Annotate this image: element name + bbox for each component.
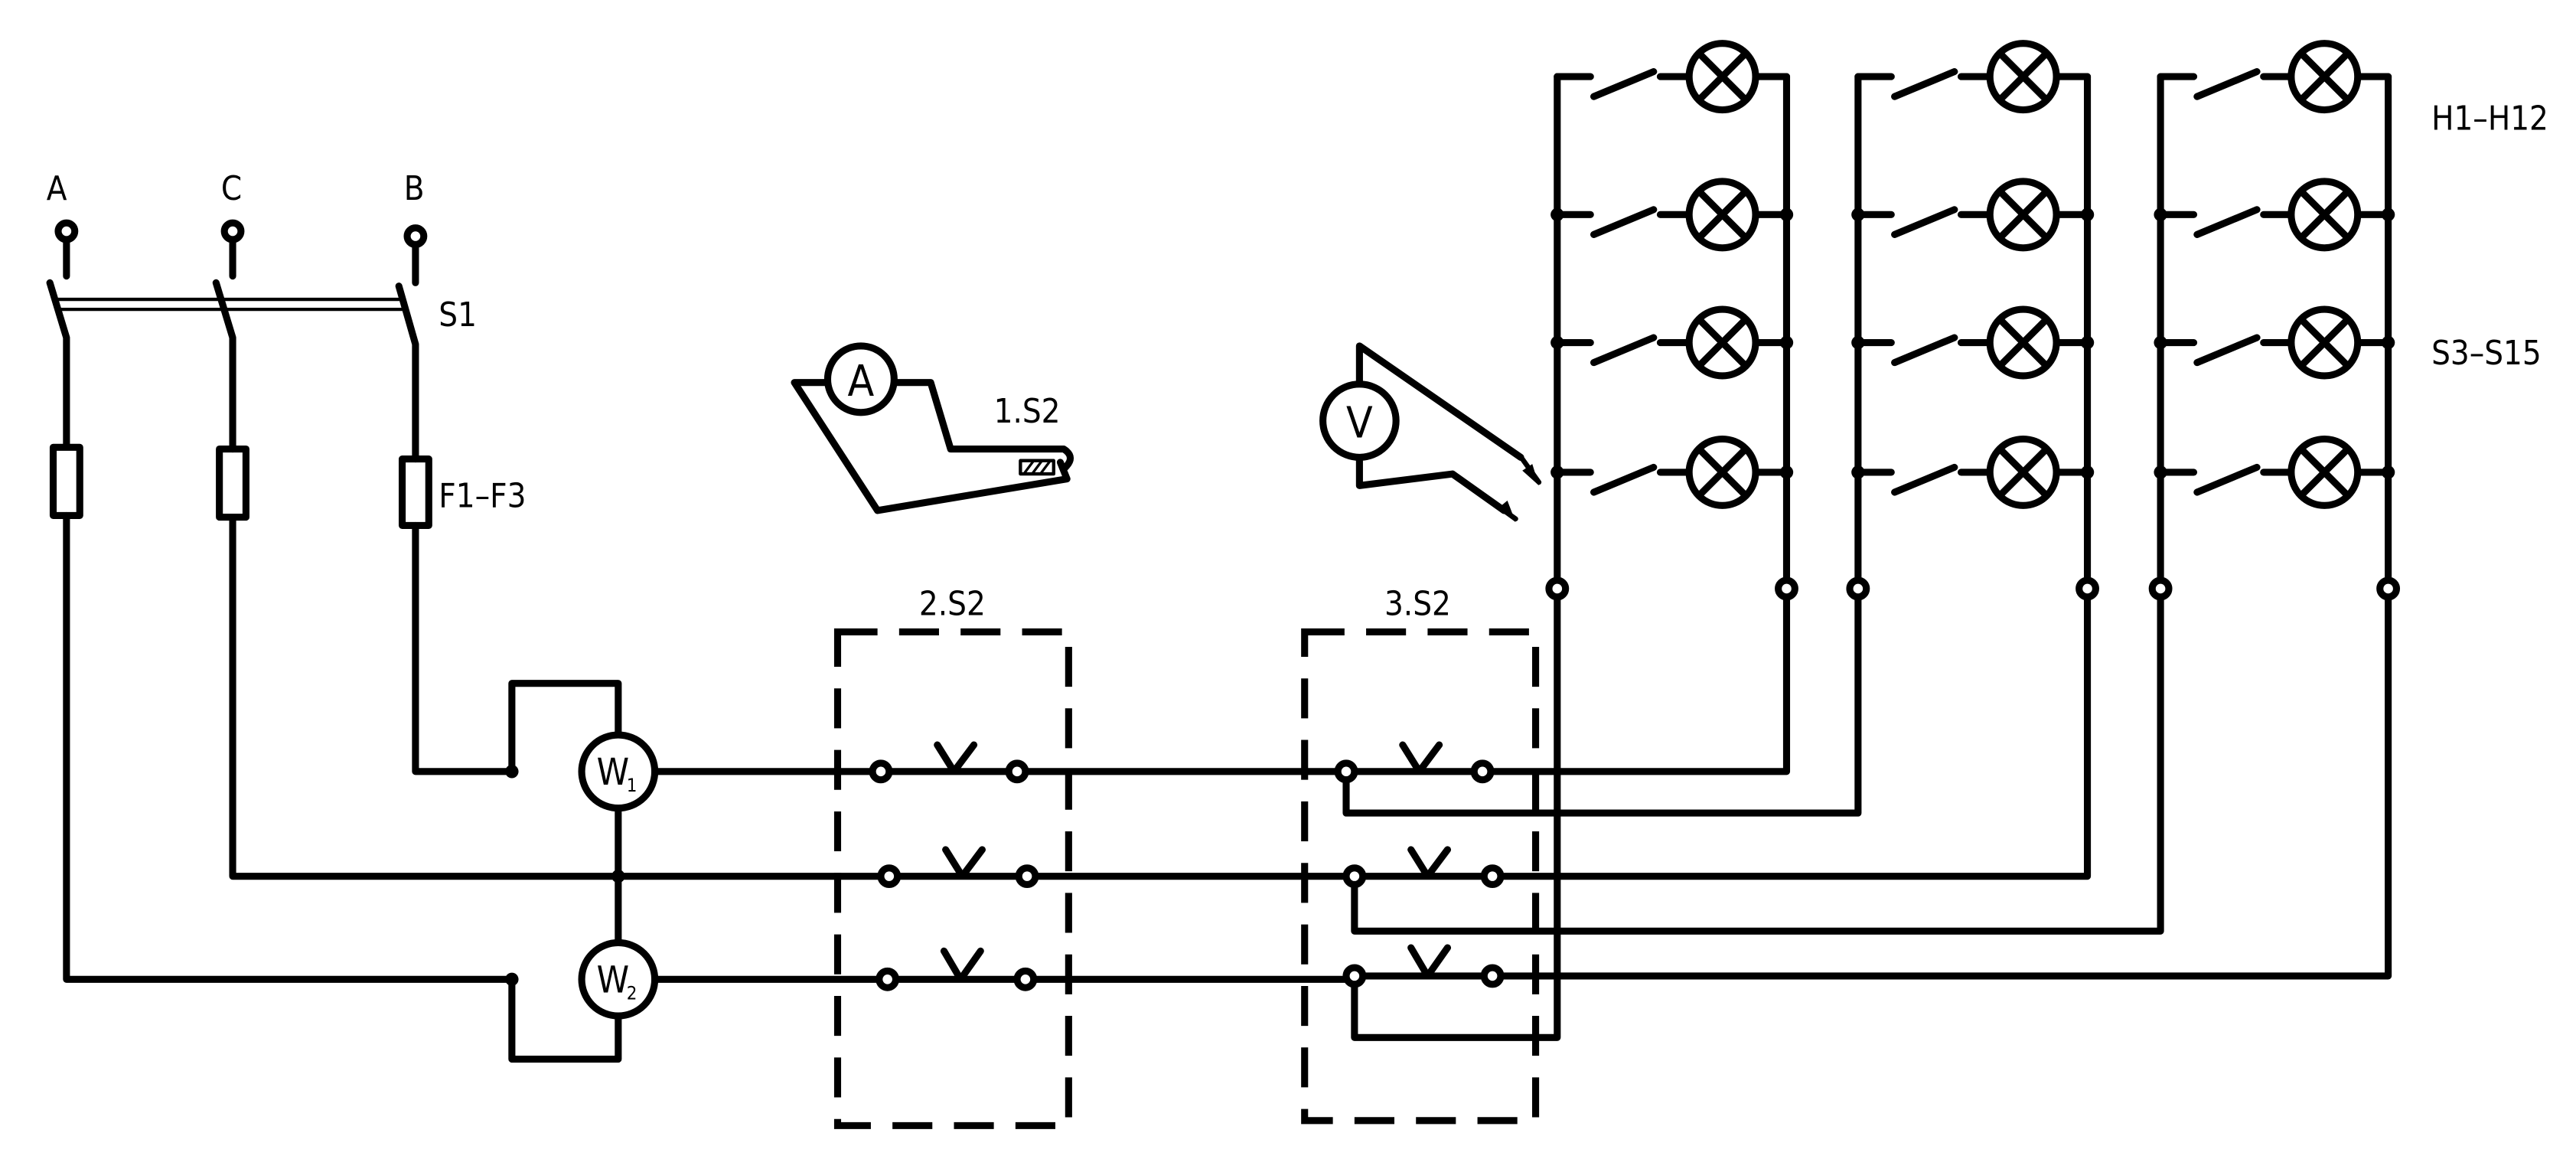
lamp-switch-2-2 <box>1854 206 1991 238</box>
lamp-switch-3-1 <box>2157 68 2292 100</box>
wattmeter-w1: W 1 <box>578 731 659 812</box>
lamp-grid <box>1545 40 2401 601</box>
lamps-label: H1–H12 <box>2431 100 2548 139</box>
switch-block-2-label: 2.S2 <box>919 586 986 624</box>
ammeter-probe: A 1.S2 <box>791 342 1074 514</box>
s1-mechanical-link <box>54 297 406 312</box>
ammeter-probe-label: 1.S2 <box>994 393 1061 431</box>
lamp-switch-1-1 <box>1554 68 1690 100</box>
ammeter-icon <box>823 342 898 416</box>
lamp-switch-1-4 <box>1554 463 1690 496</box>
wattmeter-w2-letter: W <box>597 960 630 1002</box>
lamp-switch-1-2 <box>1554 206 1690 238</box>
wattmeter-w2: W 2 <box>578 939 659 1020</box>
phase-c-label: C <box>221 170 242 208</box>
lamp-group-1-right-terminal <box>1775 576 1798 601</box>
switch-block-3: 3.S2 <box>1301 585 2392 1125</box>
fuses-label: F1–F3 <box>439 478 526 516</box>
lamp-switch-2-3 <box>1854 334 1991 367</box>
lamp-switches-label: S3–S15 <box>2431 335 2542 373</box>
wattmeter-w1-index: 1 <box>627 775 637 796</box>
wattmeter-w1-letter: W <box>597 752 630 794</box>
lamp-group-3-right-terminal <box>2376 576 2401 601</box>
voltmeter-icon <box>1319 380 1400 461</box>
switch-block-2: 2.S2 <box>615 586 1352 1129</box>
feed-wiring <box>63 511 625 1063</box>
s1-blade-b <box>395 282 419 463</box>
fuse-f2 <box>216 445 249 521</box>
lamp-switch-1-3 <box>1554 334 1690 367</box>
lamp-switch-3-2 <box>2157 206 2292 238</box>
lamp-group-2-right-terminal <box>2075 576 2099 601</box>
ammeter-letter: A <box>848 357 875 406</box>
lamp-group-3-rails <box>2157 73 2392 584</box>
lamp-switch-3-3 <box>2157 334 2292 367</box>
lamp-group-1-rails <box>1554 73 1791 584</box>
switch-block-3-label: 3.S2 <box>1384 586 1451 624</box>
lamp-group-3-left-terminal <box>2148 576 2173 601</box>
wattmeter-w2-index: 2 <box>627 982 637 1004</box>
lamp-group-2-rails <box>1854 73 2092 584</box>
s1-label: S1 <box>439 296 477 335</box>
lamp-switch-3-4 <box>2157 463 2292 496</box>
fuse-f1 <box>49 443 83 519</box>
supply-section: A C B S1 F1–F3 <box>46 170 526 529</box>
s1-blade-a <box>46 279 70 448</box>
lamp-group-2-left-terminal <box>1846 576 1870 601</box>
lamp-group-1-left-terminal <box>1545 576 1570 601</box>
voltmeter-probe: V <box>1319 342 1542 523</box>
voltmeter-letter: V <box>1346 398 1373 448</box>
fuse-f3 <box>398 455 432 529</box>
lamp-switch-2-1 <box>1854 68 1991 100</box>
lamp-switch-2-4 <box>1854 463 1991 496</box>
phase-a-label: A <box>47 170 67 208</box>
phase-b-label: B <box>404 170 425 208</box>
